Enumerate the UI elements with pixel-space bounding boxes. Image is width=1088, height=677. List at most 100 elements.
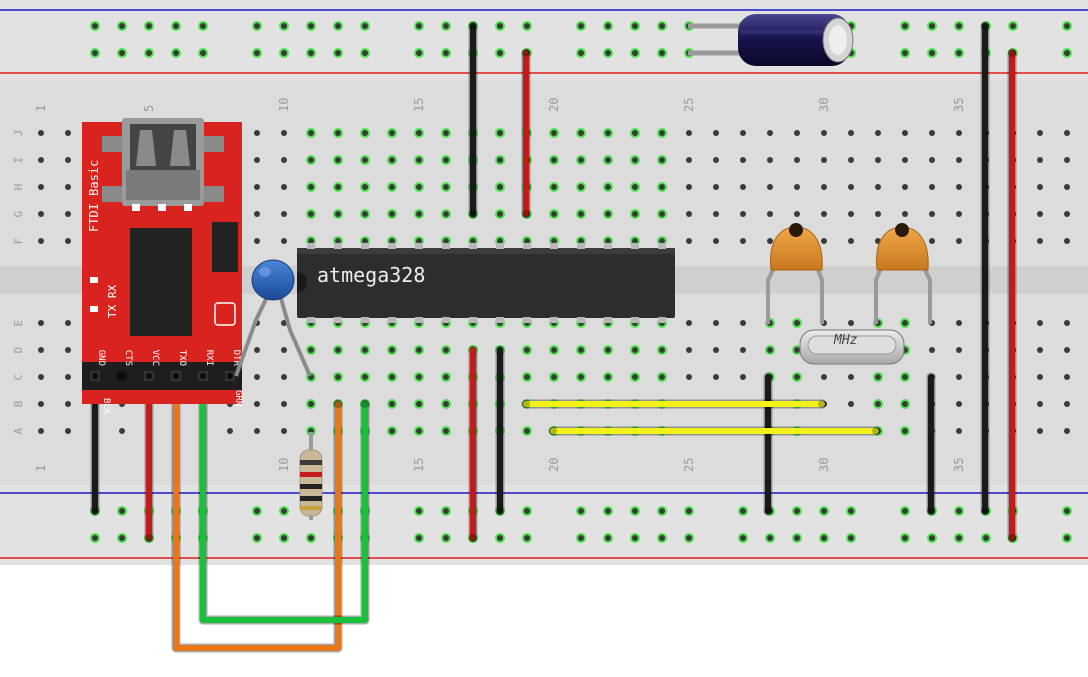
row-letter: E [12, 320, 25, 327]
hole-center [848, 320, 854, 326]
rail-hole-center [497, 535, 503, 541]
ftdi-header-socket [227, 373, 233, 379]
rail-hole-center [308, 535, 314, 541]
wire-orange-txo[interactable] [173, 374, 341, 651]
hole-center [848, 374, 854, 380]
electrolytic-capacitor[interactable] [688, 14, 854, 66]
hole-center [335, 374, 341, 380]
chip-label: atmega328 [317, 263, 425, 287]
rail-hole-center [848, 508, 854, 514]
hole-center [389, 130, 395, 136]
rail-hole-center [362, 50, 368, 56]
hole-center [254, 374, 260, 380]
hole-center [119, 428, 125, 434]
hole-center [551, 347, 557, 353]
hole-center [686, 347, 692, 353]
hole-center [605, 157, 611, 163]
hole-center [38, 130, 44, 136]
rail-hole-center [740, 535, 746, 541]
rail-hole-center [254, 535, 260, 541]
rail-hole-center [416, 50, 422, 56]
hole-center [362, 211, 368, 217]
rail-hole-center [416, 535, 422, 541]
resistor[interactable] [299, 432, 323, 520]
ftdi-pin-label: GND [96, 350, 106, 366]
top-power-rail-area [0, 0, 1088, 80]
chip-pin-top [388, 243, 396, 249]
crystal-oscillator[interactable]: MHz [799, 329, 905, 365]
hole-center [389, 401, 395, 407]
hole-center [281, 374, 287, 380]
rail-hole-center [146, 50, 152, 56]
hole-center [821, 184, 827, 190]
hole-center [254, 238, 260, 244]
hole-center [1064, 374, 1070, 380]
rail-hole-center [956, 23, 962, 29]
rail-hole-center [146, 23, 152, 29]
ftdi-header [82, 362, 242, 390]
rail-hole-center [173, 50, 179, 56]
rail-hole-center [281, 535, 287, 541]
hole-center [740, 374, 746, 380]
rail-hole-center [929, 23, 935, 29]
ceramic-capacitor-right[interactable] [874, 223, 932, 324]
hole-center [38, 184, 44, 190]
ceramic-capacitor-left[interactable] [766, 223, 824, 324]
rail-hole-center [686, 535, 692, 541]
rail-hole-center [497, 50, 503, 56]
rail-hole-center [335, 23, 341, 29]
blue-ceramic-capacitor[interactable] [234, 259, 312, 377]
rail-hole-center [578, 23, 584, 29]
hole-center [551, 211, 557, 217]
hole-center [38, 211, 44, 217]
hole-center [659, 238, 665, 244]
hole-center [605, 374, 611, 380]
hole-center [686, 184, 692, 190]
hole-center [848, 157, 854, 163]
hole-center [848, 130, 854, 136]
ftdi-grn-label: GRN [233, 390, 243, 406]
rail-hole-center [956, 50, 962, 56]
usb-connector [102, 118, 224, 211]
chip-pin-bottom [577, 317, 585, 323]
hole-center [335, 130, 341, 136]
ftdi-pin-label: RXI [204, 350, 214, 366]
rail-hole-center [902, 50, 908, 56]
hole-center [254, 428, 260, 434]
atmega328-chip[interactable]: atmega328 [297, 243, 675, 323]
ftdi-chip [130, 228, 192, 336]
rail-hole-center [524, 23, 530, 29]
hole-center [254, 184, 260, 190]
hole-center [659, 211, 665, 217]
hole-center [254, 130, 260, 136]
wire-green-rxi[interactable] [200, 374, 368, 623]
hole-center [38, 320, 44, 326]
rail-hole-center [1010, 23, 1016, 29]
row-letter: B [12, 400, 25, 407]
hole-center [713, 130, 719, 136]
hole-center [956, 184, 962, 190]
hole-center [767, 157, 773, 163]
rail-hole-center [1064, 23, 1070, 29]
hole-center [497, 157, 503, 163]
rail-hole-center [902, 508, 908, 514]
column-number-bottom: 35 [952, 458, 966, 472]
hole-center [38, 157, 44, 163]
row-letter: I [12, 157, 25, 164]
chip-pin-top [550, 243, 558, 249]
hole-center [578, 184, 584, 190]
column-number-top: 30 [817, 98, 831, 112]
hole-center [65, 374, 71, 380]
hole-center [956, 157, 962, 163]
rail-hole-center [254, 508, 260, 514]
hole-center [713, 238, 719, 244]
chip-pin-top [577, 243, 585, 249]
hole-center [929, 184, 935, 190]
hole-center [659, 130, 665, 136]
chip-pin-top [469, 243, 477, 249]
hole-center [497, 130, 503, 136]
hole-center [65, 157, 71, 163]
rail-hole-center [659, 50, 665, 56]
hole-center [551, 374, 557, 380]
